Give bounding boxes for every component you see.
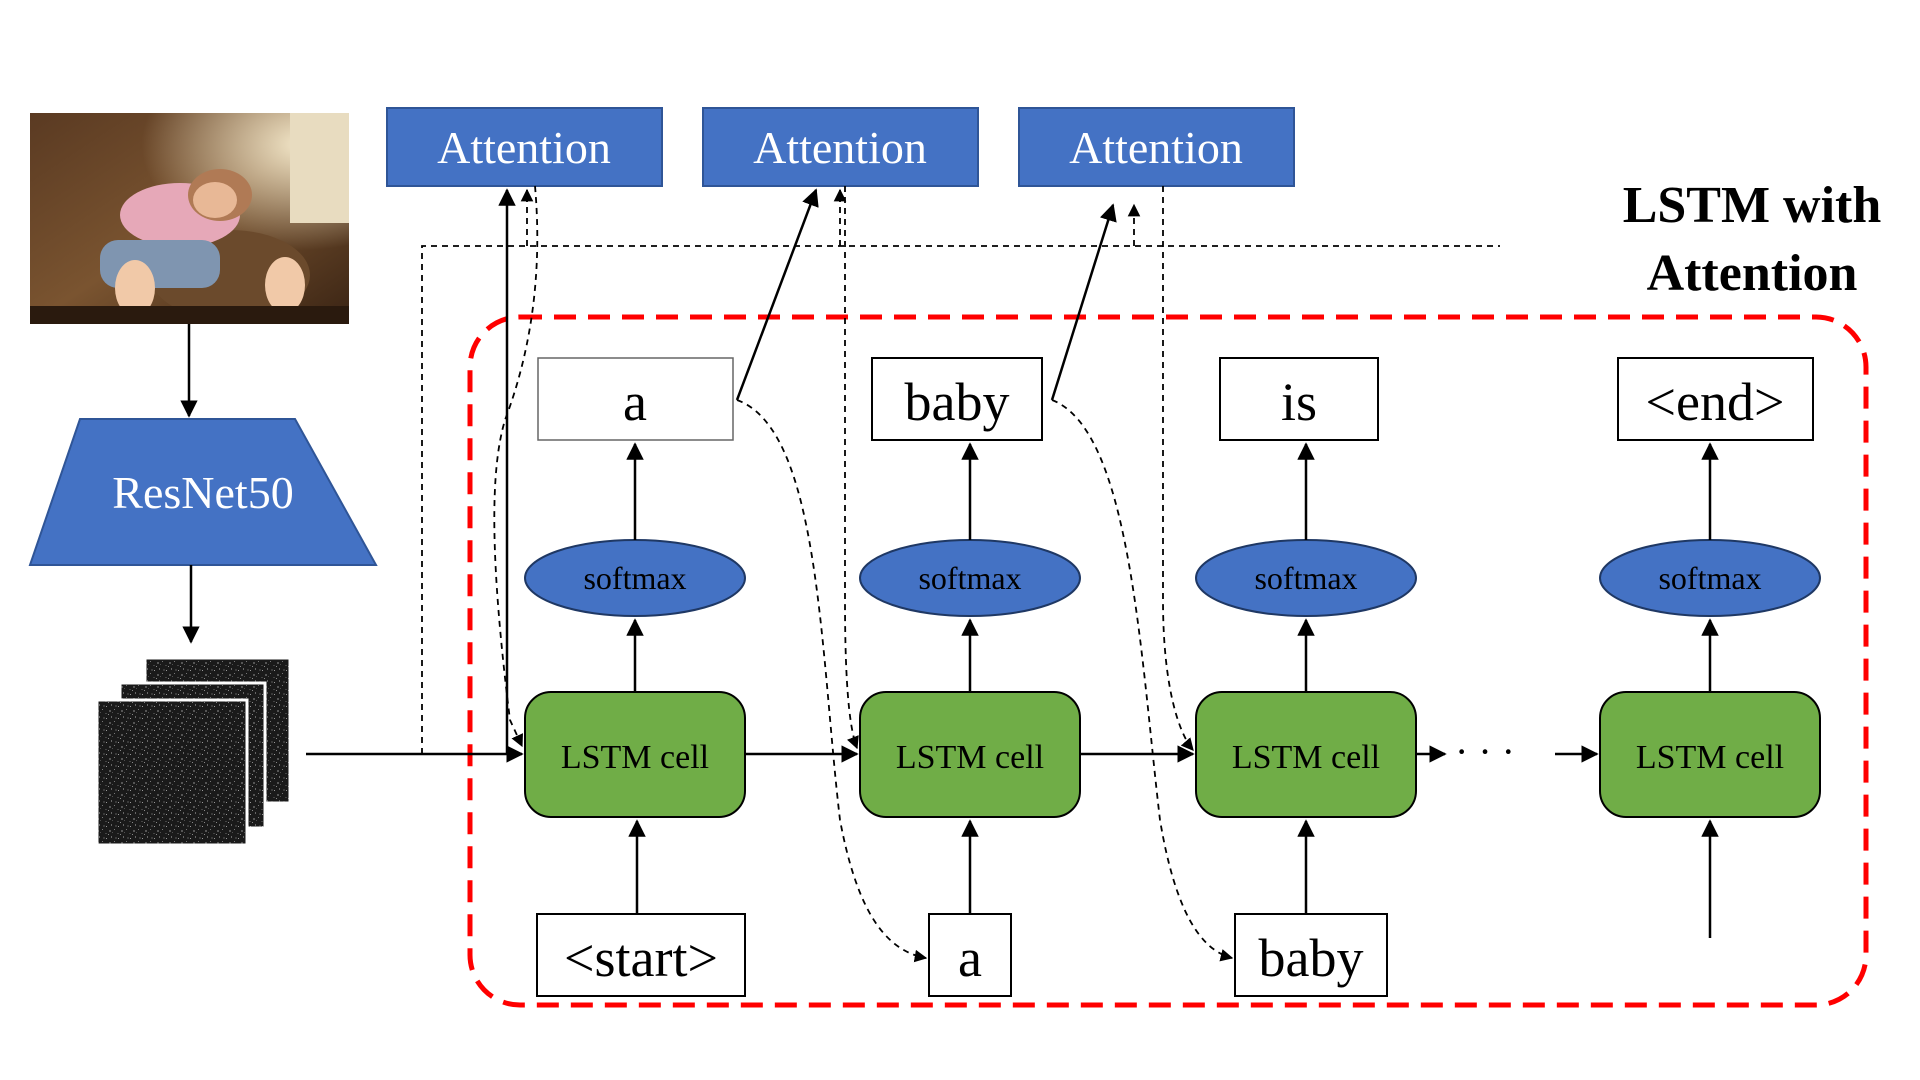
softmax-label-1: softmax bbox=[583, 560, 686, 596]
attention-label-3: Attention bbox=[1069, 122, 1243, 173]
resnet50-block bbox=[28, 418, 378, 566]
output1-to-input2-dashed bbox=[736, 399, 928, 963]
output2-to-attention3-arrow bbox=[1050, 203, 1117, 401]
output2-to-input3-dashed bbox=[1051, 399, 1234, 962]
output-box-3 bbox=[1219, 357, 1379, 441]
lstm-cell-label-4: LSTM cell bbox=[1636, 739, 1784, 776]
feature-broadcast-line bbox=[421, 245, 1500, 754]
sequence-ellipsis: · · · bbox=[1455, 729, 1515, 774]
output1-to-attention2-arrow bbox=[735, 188, 819, 401]
attention-label-2: Attention bbox=[753, 122, 927, 173]
softmax-label-4: softmax bbox=[1658, 560, 1761, 596]
output-word-3: is bbox=[1281, 372, 1317, 432]
attention-label-1: Attention bbox=[437, 122, 611, 173]
title-line-2: Attention bbox=[1647, 245, 1858, 302]
attention-block-3 bbox=[1018, 107, 1295, 187]
lstm-cell-label-3: LSTM cell bbox=[1232, 739, 1380, 776]
sleeping-child-photo bbox=[30, 113, 349, 324]
output-word-4: <end> bbox=[1646, 372, 1785, 432]
input-word-1: <start> bbox=[564, 928, 718, 988]
attention3-to-lstm3-dashed bbox=[1162, 186, 1194, 751]
input-box-2 bbox=[928, 913, 1012, 997]
lstm-cell-label-1: LSTM cell bbox=[561, 739, 709, 776]
output-word-2: baby bbox=[905, 372, 1010, 432]
output-box-1 bbox=[537, 357, 734, 441]
lstm-cell-label-2: LSTM cell bbox=[896, 739, 1044, 776]
attention1-to-lstm1-dashed bbox=[493, 185, 539, 748]
title-line-1: LSTM with bbox=[1623, 177, 1882, 234]
output-box-2 bbox=[871, 357, 1043, 441]
output-word-1: a bbox=[623, 372, 647, 432]
attention2-to-lstm2-dashed bbox=[844, 186, 859, 750]
attention-block-1 bbox=[386, 107, 663, 187]
attention-block-2 bbox=[702, 107, 979, 187]
input-word-3: baby bbox=[1259, 928, 1364, 988]
input-word-2: a bbox=[958, 928, 982, 988]
input-box-1 bbox=[536, 913, 746, 997]
lstm-frame bbox=[467, 314, 1869, 1008]
softmax-label-3: softmax bbox=[1254, 560, 1357, 596]
feature-map-stack bbox=[95, 656, 292, 847]
softmax-label-2: softmax bbox=[918, 560, 1021, 596]
resnet50-label: ResNet50 bbox=[112, 467, 293, 518]
output-box-4 bbox=[1617, 357, 1814, 441]
input-box-3 bbox=[1234, 913, 1388, 997]
